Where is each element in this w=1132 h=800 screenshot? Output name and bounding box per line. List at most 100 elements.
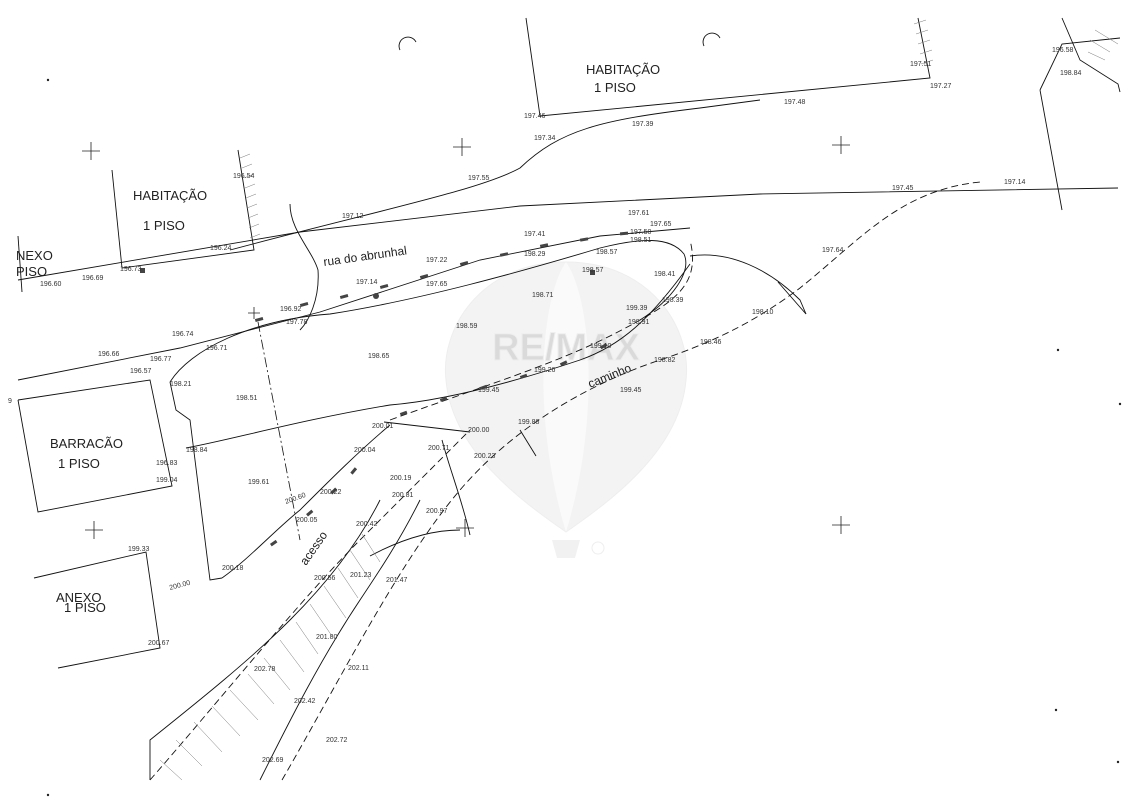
elevation-label: 199.39 [626, 305, 648, 312]
label-anexo-bottom-1: ANEXO [56, 590, 102, 605]
elevation-label: 197.41 [524, 231, 546, 238]
elevation-label: 196.69 [82, 275, 104, 282]
elevation-label: 199.45 [478, 387, 500, 394]
elevation-label: 197.50 [630, 229, 652, 236]
elevation-label: 196.74 [172, 331, 194, 338]
grid-crosses [82, 136, 850, 539]
elevation-label: 200.42 [356, 521, 378, 528]
elevation-label: 196.66 [98, 351, 120, 358]
label-rua-do-abrunhal: rua do abrunhal [322, 243, 407, 269]
elevation-label: 200.05 [296, 517, 318, 524]
elevation-label: 198.82 [654, 357, 676, 364]
label-anexo-bottom-2: 1 PISO [64, 600, 106, 615]
elevation-label: 202.69 [262, 757, 284, 764]
elevation-label: 198.29 [524, 251, 546, 258]
elevation-label: 198.46 [700, 339, 722, 346]
elevation-label: 200.22 [320, 489, 342, 496]
elevation-label: 198.51 [630, 237, 652, 244]
remax-balloon-watermark: RE/MAX [444, 261, 688, 558]
elevation-label: 200.67 [148, 640, 170, 647]
elevation-label: 197.64 [822, 247, 844, 254]
elevation-label: 197.48 [784, 99, 806, 106]
elevation-label: 198.91 [628, 319, 650, 326]
elevation-label: 201.23 [350, 572, 372, 579]
label-habitacao-top-2: 1 PISO [594, 80, 636, 95]
elevation-label: 200.71 [428, 445, 450, 452]
road-lines [17, 99, 1119, 781]
elevation-label: 200.97 [426, 508, 448, 515]
elevation-label: 197.45 [892, 185, 914, 192]
elevation-label: 196.73 [120, 266, 142, 273]
elevation-label: 197.14 [1004, 179, 1026, 186]
elevation-label: 198.59 [456, 323, 478, 330]
label-habitacao-top-1: HABITAÇÃO [586, 62, 660, 77]
elevation-label: 196.71 [206, 345, 228, 352]
elevation-label: 199.88 [518, 419, 540, 426]
elevation-label: 201.47 [386, 577, 408, 584]
elevation-label: 202.42 [294, 698, 316, 705]
elevation-label: 200.00 [468, 427, 490, 434]
elevation-label: 197.34 [534, 135, 556, 142]
elevation-label: 197.14 [356, 279, 378, 286]
elevation-label: 200.04 [354, 447, 376, 454]
elevation-label: 197.65 [426, 281, 448, 288]
label-anexo-topleft-2: PISO [16, 264, 47, 279]
building-outlines [17, 17, 1121, 669]
elevation-label: 197.78 [286, 319, 308, 326]
punch-holes [398, 32, 721, 51]
elevation-label: 198.84 [186, 447, 208, 454]
elevation-label: 197.27 [930, 83, 952, 90]
label-barracao-2: 1 PISO [58, 456, 100, 471]
elevation-label: 200.19 [390, 475, 412, 482]
elevation-label: 196.92 [280, 306, 302, 313]
elevation-label: 196.83 [156, 460, 178, 467]
elevation-label: 202.78 [254, 666, 276, 673]
elevation-label: 198.57 [582, 267, 604, 274]
elevation-label: 200.01 [372, 423, 394, 430]
elevation-label: 196.24 [210, 245, 232, 252]
elevation-label: 196.60 [40, 281, 62, 288]
label-acesso: acesso [297, 528, 330, 567]
elevation-label: 200.60 [284, 492, 307, 506]
elevation-label: 196.58 [1052, 47, 1074, 54]
elevation-label: 197.39 [632, 121, 654, 128]
elevation-label: 200.81 [392, 492, 414, 499]
elevation-label: 198.21 [170, 381, 192, 388]
elevation-label: 9 [8, 398, 12, 405]
elevation-label: 199.10 [590, 343, 612, 350]
label-habitacao-left-2: 1 PISO [143, 218, 185, 233]
elevation-label: 198.57 [596, 249, 618, 256]
elevation-label: 197.55 [468, 175, 490, 182]
elevation-label: 199.33 [128, 546, 150, 553]
elevation-label: 198.51 [236, 395, 258, 402]
label-habitacao-left-1: HABITAÇÃO [133, 188, 207, 203]
elevation-label: 197.46 [524, 113, 546, 120]
elevation-label: 200.00 [169, 580, 192, 592]
elevation-label: 196.77 [150, 356, 172, 363]
elevation-label: 199.61 [248, 479, 270, 486]
label-barracao-1: BARRACÃO [50, 436, 123, 451]
elevation-label: 202.11 [348, 665, 369, 672]
elevation-label: 202.72 [326, 737, 348, 744]
elevation-label: 199.45 [620, 387, 642, 394]
elevation-points: 196.58 197.51 197.27 198.84 197.46 197.4… [8, 47, 1082, 764]
elevation-label: 198.10 [752, 309, 774, 316]
elevation-label: 198.39 [662, 297, 684, 304]
elevation-label: 199.26 [534, 367, 556, 374]
elevation-label: 200.18 [222, 565, 244, 572]
elevation-label: 197.61 [628, 210, 650, 217]
boundary-wall-markers [140, 231, 629, 547]
elevation-label: 198.71 [532, 292, 554, 299]
elevation-label: 200.56 [314, 575, 336, 582]
elevation-label: 200.23 [474, 453, 496, 460]
elevation-label: 196.54 [233, 173, 255, 180]
watermark-text: RE/MAX [492, 327, 640, 369]
margin-marks [46, 78, 1122, 797]
elevation-label: 198.84 [1060, 70, 1082, 77]
label-anexo-topleft-1: NEXO [16, 248, 53, 263]
elevation-label: 197.22 [426, 257, 448, 264]
elevation-label: 201.80 [316, 634, 338, 641]
elevation-label: 197.65 [650, 221, 672, 228]
building-labels: HABITAÇÃO 1 PISO HABITAÇÃO 1 PISO NEXO P… [16, 62, 660, 615]
